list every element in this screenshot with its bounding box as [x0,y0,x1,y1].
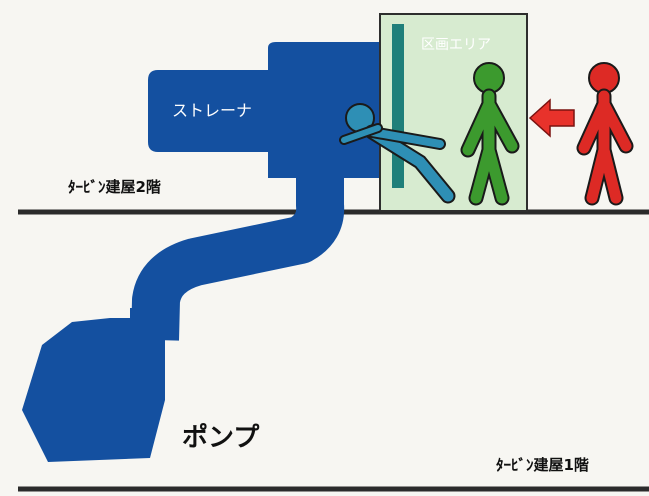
approaching-worker-figure [576,62,634,206]
floor-label-1f: ﾀｰﾋﾞﾝ建屋1階 [496,456,589,474]
left-arrow-icon [528,98,575,138]
zone-area-label: 区画エリア [421,37,491,53]
strainer-label: ストレーナ [172,101,252,120]
pump-neck [130,308,170,332]
pump-label: ポンプ [182,422,260,453]
standing-worker-figure [460,62,520,206]
pump: ポンプ [22,308,260,462]
strainer: ストレーナ [148,42,382,178]
fallen-worker-figure [339,103,456,204]
connecting-pipe [131,170,345,341]
strainer-body [148,42,382,178]
floor-label-2f: ﾀｰﾋﾞﾝ建屋2階 [68,178,161,196]
pump-body [22,318,172,462]
zone-door [392,24,404,188]
